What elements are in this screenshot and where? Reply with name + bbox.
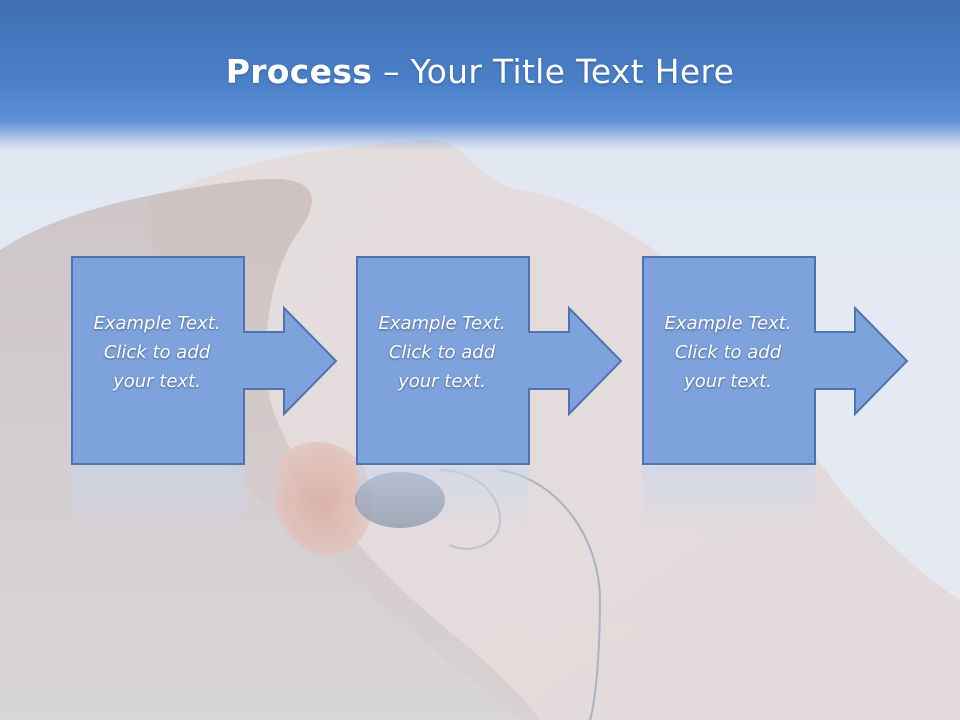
step-text[interactable]: Example Text. Click to add your text. bbox=[664, 313, 792, 392]
step-text[interactable]: Example Text. Click to add your text. bbox=[378, 313, 506, 392]
page-title[interactable]: Process – Your Title Text Here bbox=[0, 52, 960, 91]
arrow-box-shape bbox=[642, 256, 909, 536]
process-step-1[interactable]: Example Text. Click to add your text. bbox=[71, 256, 411, 556]
process-step-3[interactable]: Example Text. Click to add your text. bbox=[642, 256, 960, 556]
header-bar bbox=[0, 0, 960, 150]
arrow-box-shape bbox=[356, 256, 623, 536]
step-text[interactable]: Example Text. Click to add your text. bbox=[93, 313, 221, 392]
process-step-2[interactable]: Example Text. Click to add your text. bbox=[356, 256, 696, 556]
title-rest: – Your Title Text Here bbox=[372, 52, 735, 91]
arrow-box-shape bbox=[71, 256, 338, 536]
title-bold: Process bbox=[225, 52, 373, 91]
